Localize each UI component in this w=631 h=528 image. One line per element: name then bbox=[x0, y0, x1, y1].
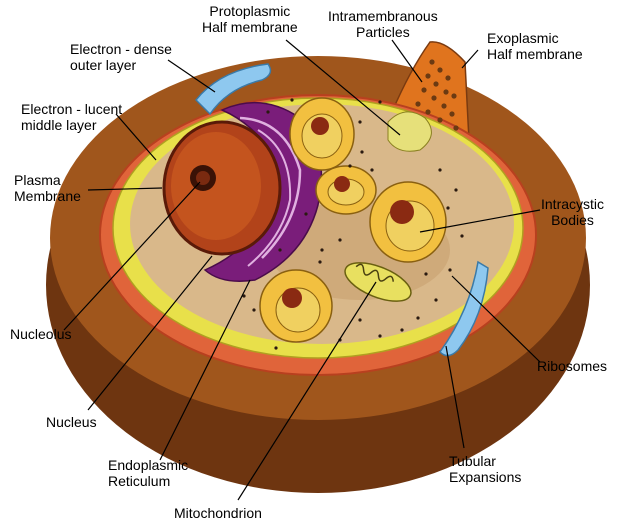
label-intramembranous-line-1: Intramembranous bbox=[328, 8, 438, 24]
label-plasma-membrane-line-1: Plasma bbox=[14, 172, 81, 188]
label-electron-dense-line-1: Electron - dense bbox=[70, 41, 172, 57]
intramembranous-particles-shape bbox=[388, 112, 431, 151]
label-intramembranous-particles: Intramembranous Particles bbox=[328, 8, 438, 40]
label-electron-lucent-middle-layer: Electron - lucent middle layer bbox=[21, 101, 122, 133]
label-intramembranous-line-2: Particles bbox=[328, 24, 438, 40]
label-intracystic-line-1: Intracystic bbox=[541, 196, 604, 212]
nucleolus-core bbox=[196, 171, 210, 185]
label-nucleus: Nucleus bbox=[46, 414, 97, 430]
label-electron-dense-outer-layer: Electron - dense outer layer bbox=[70, 41, 172, 73]
intracystic-body-1 bbox=[290, 98, 354, 170]
label-endoplasmic-line-1: Endoplasmic bbox=[108, 457, 188, 473]
label-electron-lucent-line-1: Electron - lucent bbox=[21, 101, 122, 117]
label-exoplasmic-line-1: Exoplasmic bbox=[487, 30, 583, 46]
label-electron-dense-line-2: outer layer bbox=[70, 57, 172, 73]
label-plasma-membrane-line-2: Membrane bbox=[14, 188, 81, 204]
intracystic-body-4 bbox=[260, 270, 332, 342]
label-exoplasmic-line-2: Half membrane bbox=[487, 46, 583, 62]
intracystic-body-2 bbox=[316, 166, 376, 214]
label-tubular-line-2: Expansions bbox=[449, 469, 521, 485]
label-exoplasmic-half-membrane: Exoplasmic Half membrane bbox=[487, 30, 583, 62]
label-intracystic-bodies: Intracystic Bodies bbox=[541, 196, 604, 228]
leader-exoplasmic bbox=[462, 50, 478, 68]
label-intracystic-line-2: Bodies bbox=[541, 212, 604, 228]
label-nucleolus-text: Nucleolus bbox=[10, 326, 71, 342]
label-ribosomes-text: Ribosomes bbox=[537, 358, 607, 374]
label-mitochondrion-text: Mitochondrion bbox=[174, 505, 262, 521]
label-tubular-expansions: Tubular Expansions bbox=[449, 453, 521, 485]
label-tubular-line-1: Tubular bbox=[449, 453, 521, 469]
label-nucleus-text: Nucleus bbox=[46, 414, 97, 430]
label-mitochondrion: Mitochondrion bbox=[174, 505, 262, 521]
label-nucleolus: Nucleolus bbox=[10, 326, 71, 342]
label-electron-lucent-line-2: middle layer bbox=[21, 117, 122, 133]
intracystic-body-3 bbox=[370, 182, 446, 262]
label-endoplasmic-line-2: Reticulum bbox=[108, 473, 188, 489]
label-protoplasmic-line-2: Half membrane bbox=[202, 19, 298, 35]
label-protoplasmic-half-membrane: Protoplasmic Half membrane bbox=[202, 3, 298, 35]
label-protoplasmic-line-1: Protoplasmic bbox=[202, 3, 298, 19]
label-endoplasmic-reticulum: Endoplasmic Reticulum bbox=[108, 457, 188, 489]
label-plasma-membrane: Plasma Membrane bbox=[14, 172, 81, 204]
label-ribosomes: Ribosomes bbox=[537, 358, 607, 374]
nucleus-inner bbox=[171, 132, 261, 240]
